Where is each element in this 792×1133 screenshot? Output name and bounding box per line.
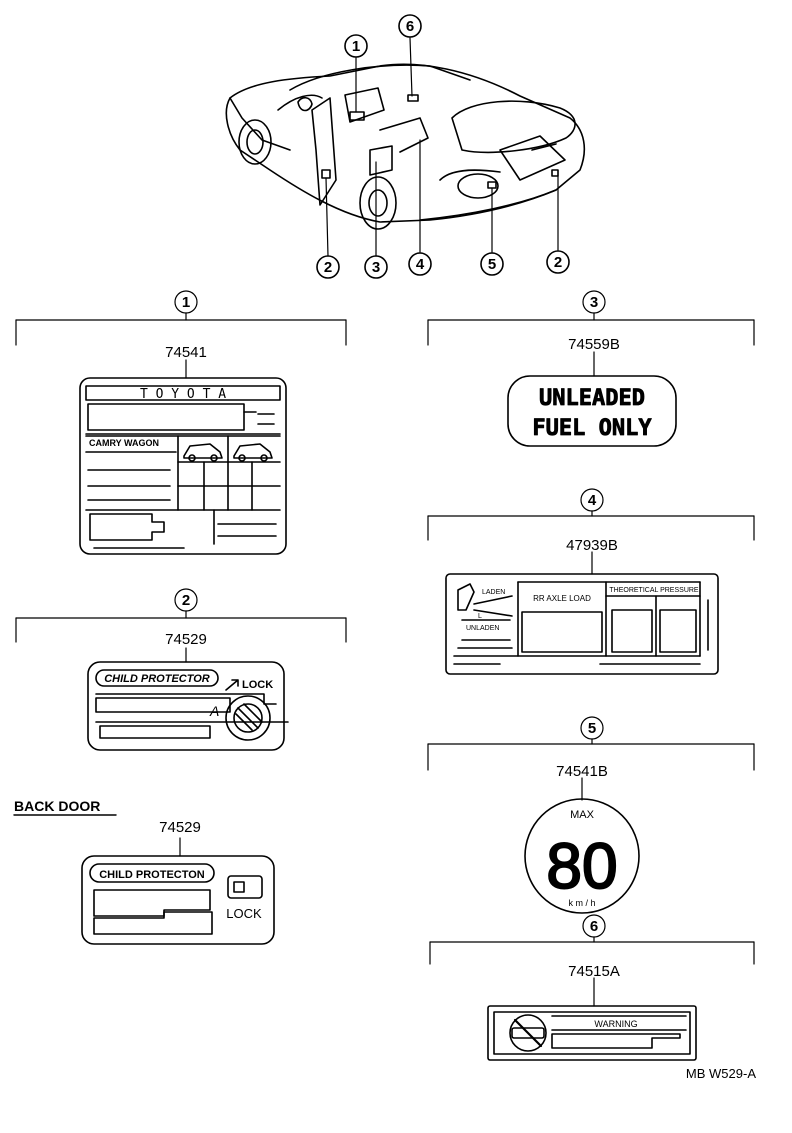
label-6-warning — [487, 1005, 697, 1061]
label-2-title-text: CHILD PROTECTOR — [104, 673, 210, 685]
car-callout-2-right — [546, 250, 570, 274]
label-back-door-child-protecton — [81, 855, 275, 945]
label-5-max-speed — [524, 798, 640, 914]
car-callouts — [316, 14, 570, 279]
section-2-bracket — [15, 588, 347, 663]
part-number-74559B: 74559B — [568, 336, 620, 353]
section-4-bracket — [427, 488, 755, 575]
section-1-callout-text: 1 — [182, 294, 190, 311]
label-2-child-protector — [87, 661, 289, 751]
label-6-warning-text: WARNING — [594, 1019, 637, 1029]
label-5-max-text: MAX — [570, 809, 595, 821]
back-door-lock-text: LOCK — [226, 906, 262, 921]
label-4-laden-text: LADEN — [482, 589, 505, 596]
car-illustration — [225, 63, 586, 230]
car-callout-2b-text: 2 — [554, 254, 562, 271]
section-1-bracket — [15, 290, 347, 379]
section-3-bracket — [427, 290, 755, 377]
label-1-toyota — [79, 377, 287, 555]
diagram-code: MB W529-A — [686, 1066, 756, 1081]
back-door-heading: BACK DOOR — [14, 798, 100, 814]
part-number-47939B: 47939B — [566, 537, 618, 554]
section-3-callout-text: 3 — [590, 294, 598, 311]
label-4-axle-text: RR AXLE LOAD — [533, 594, 591, 603]
car-callout-2a-text: 2 — [324, 259, 332, 276]
section-6-callout-text: 6 — [590, 918, 598, 935]
car-callout-4-text: 4 — [416, 256, 425, 273]
car-callout-5 — [480, 252, 504, 276]
car-callout-3 — [364, 255, 388, 279]
car-callout-6-text: 6 — [406, 18, 414, 35]
car-callout-1-text: 1 — [352, 38, 360, 55]
label-5-speed-text: 80 — [546, 830, 617, 902]
label-3-line2-text: FUEL ONLY — [532, 416, 652, 441]
label-4-unladen-text: UNLADEN — [466, 625, 499, 632]
label-5-unit-text: k m / h — [568, 898, 595, 908]
label-4-pressure-text: THEORETICAL PRESSURE — [609, 587, 699, 594]
back-door-title-text: CHILD PROTECTON — [99, 869, 205, 881]
car-callout-5-text: 5 — [488, 256, 496, 273]
part-number-74541B: 74541B — [556, 763, 608, 780]
car-callout-2-left — [316, 255, 340, 279]
car-callout-1 — [344, 34, 368, 58]
car-callout-6 — [398, 14, 422, 38]
car-callout-4 — [408, 252, 432, 276]
section-5-callout-text: 5 — [588, 720, 596, 737]
section-2-callout-text: 2 — [182, 592, 190, 609]
label-4-axle-load — [445, 573, 719, 675]
car-leader-lines — [325, 37, 559, 257]
part-number-74529: 74529 — [165, 631, 207, 648]
label-1-model-text: CAMRY WAGON — [89, 438, 159, 448]
section-6-bracket — [429, 914, 755, 1007]
label-3-unleaded-fuel — [507, 375, 677, 447]
part-number-74515A: 74515A — [568, 963, 620, 980]
label-4-l-text: L — [478, 613, 482, 620]
label-2-mark-text: A — [209, 703, 219, 719]
section-4-callout-text: 4 — [588, 492, 597, 509]
label-1-brand-text: T O Y O T A — [140, 387, 226, 402]
label-2-lock-text: LOCK — [242, 679, 273, 691]
section-5-bracket — [427, 716, 755, 801]
label-3-line1-text: UNLEADED — [539, 386, 645, 411]
part-number-74541: 74541 — [165, 344, 207, 361]
part-number-74529-back: 74529 — [159, 819, 201, 836]
car-callout-3-text: 3 — [372, 259, 380, 276]
